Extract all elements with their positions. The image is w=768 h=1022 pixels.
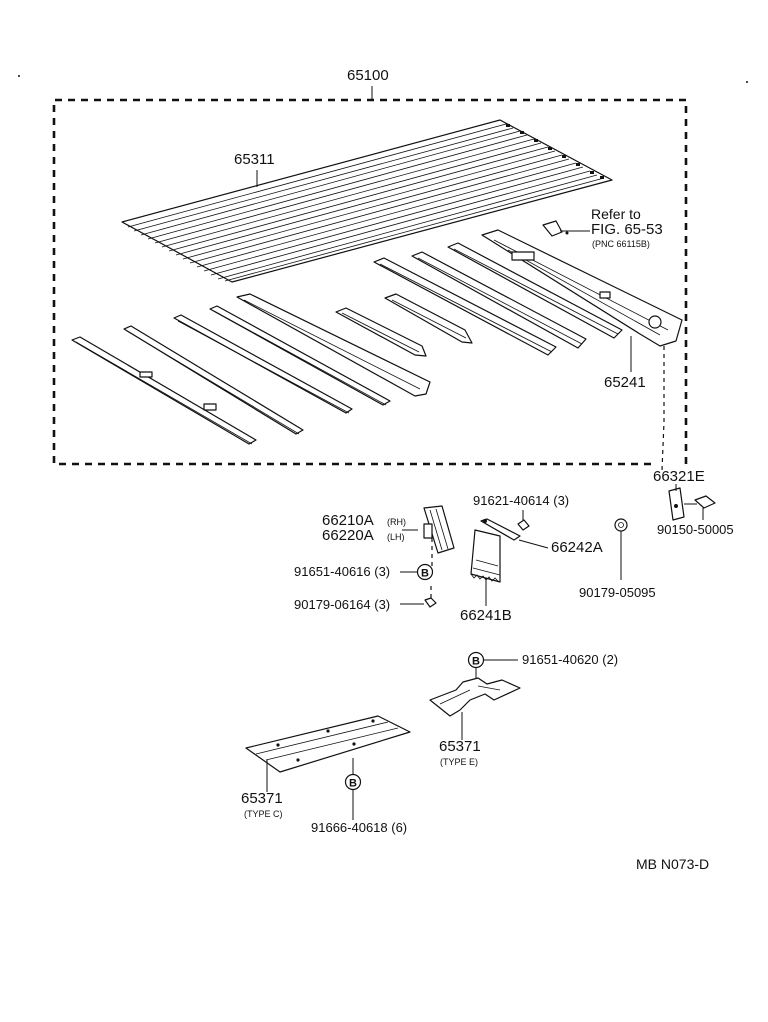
bolt-marker-b6: B — [344, 773, 362, 791]
bolt-marker-b2-letter: B — [472, 656, 480, 668]
label-66242A: 66242A — [551, 539, 603, 556]
sill-hinge-dashed-leader — [661, 346, 665, 471]
nut-90179-06164 — [424, 597, 437, 608]
rail-3 — [447, 242, 623, 339]
figure-code: MB N073-D — [636, 856, 710, 872]
label-65371-c: 65371 — [241, 790, 283, 807]
label-91651-40616: 91651-40616 (3) — [294, 564, 391, 579]
label-66241B: 66241B — [460, 607, 512, 624]
crossmember-4 — [209, 305, 391, 406]
crossmember-7 — [384, 293, 473, 344]
mudguard-66241B — [470, 529, 501, 583]
label-91666-40618: 91666-40618 (6) — [311, 820, 408, 835]
crossmember-1 — [71, 336, 257, 445]
mudguard-bracket-66242A — [480, 518, 521, 541]
label-66210A-tag: (RH) — [387, 517, 406, 527]
label-91621-40614: 91621-40614 (3) — [473, 493, 570, 508]
stray-dot — [746, 81, 748, 83]
crossmember-65371-type-c — [245, 715, 411, 773]
stray-dot — [18, 75, 20, 77]
label-90179-06164: 90179-06164 (3) — [294, 597, 391, 612]
label-refer-pnc: (PNC 66115B) — [592, 239, 650, 249]
label-65371-e-type: (TYPE E) — [440, 757, 479, 767]
bolt-marker-b3: B — [416, 563, 434, 581]
crossmember-65371-type-e — [429, 677, 521, 717]
label-90150-50005: 90150-50005 — [657, 522, 734, 537]
mudguard-stay-66210A — [423, 505, 455, 554]
label-65371-e: 65371 — [439, 738, 481, 755]
rail-2 — [411, 251, 587, 349]
crossmember-2 — [123, 325, 304, 435]
crossmember-3 — [173, 314, 353, 414]
label-65241: 65241 — [604, 374, 646, 391]
bolt-90150 — [684, 495, 716, 509]
label-65311: 65311 — [234, 151, 275, 168]
screw-91621 — [517, 510, 530, 531]
refer-bracket — [542, 220, 590, 237]
hinge-bracket-66321E — [668, 487, 685, 521]
label-refer-fig: FIG. 65-53 — [591, 221, 663, 238]
bolt-marker-b3-letter: B — [421, 568, 429, 580]
nut-90179-05095 — [614, 518, 628, 532]
label-65371-c-type: (TYPE C) — [244, 809, 283, 819]
label-90179-05095: 90179-05095 — [579, 585, 656, 600]
label-66220A: 66220A — [322, 527, 374, 544]
bracket-leader — [518, 539, 549, 549]
label-91651-40620: 91651-40620 (2) — [522, 652, 619, 667]
side-sill-65241 — [481, 229, 683, 347]
label-66210A: 66210A — [322, 512, 374, 529]
label-66321E: 66321E — [653, 468, 705, 485]
bolt-marker-b6-letter: B — [349, 778, 357, 790]
crossmember-5 — [236, 293, 431, 397]
label-66220A-tag: (LH) — [387, 532, 405, 542]
bolt-marker-b2: B — [467, 651, 485, 669]
assembly-boundary — [52, 98, 688, 466]
floor-panel-65311 — [121, 119, 613, 283]
crossmember-6 — [335, 307, 427, 357]
label-65100: 65100 — [347, 67, 389, 84]
label-refer-to: Refer to — [591, 206, 641, 222]
rail-1 — [373, 257, 557, 356]
